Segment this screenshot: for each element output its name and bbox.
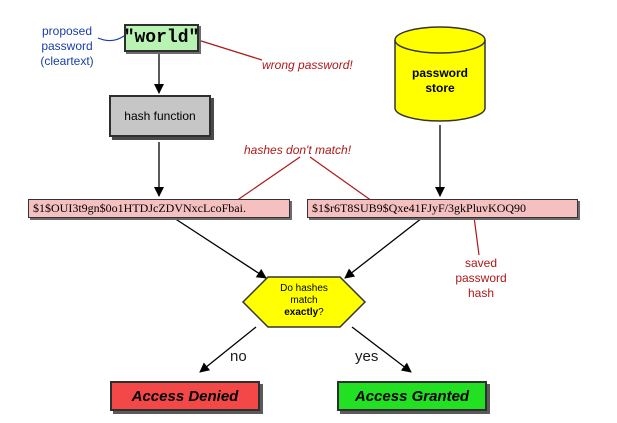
wrong-password-note: wrong password!	[262, 58, 353, 72]
proposed-password-note: proposed password (cleartext)	[28, 24, 106, 69]
arrow-decision-to-granted	[351, 326, 412, 373]
saved-hash-note: saved password hash	[452, 256, 510, 301]
password-store-cylinder	[394, 26, 486, 122]
access-granted-box: Access Granted	[337, 381, 487, 411]
decision-line-2: match	[290, 295, 318, 306]
proposed-note-line-1: proposed	[41, 24, 93, 38]
password-input-box: "world"	[124, 24, 199, 52]
decision-question-mark: ?	[318, 307, 324, 318]
branch-no-label: no	[230, 348, 247, 365]
access-granted-label: Access Granted	[354, 387, 470, 405]
saved-note-line-1: saved	[464, 256, 498, 270]
hash-function-label: hash function	[124, 109, 196, 123]
access-denied-label: Access Denied	[131, 387, 239, 405]
store-label-line-1: password	[411, 66, 468, 80]
decision-line-3: exactly?	[262, 307, 346, 319]
stored-hash-text: $1$r6T8SUB9$Qxe41FJyF/3gkPluvKOQ90	[312, 201, 527, 215]
proposed-note-line-2: password	[41, 39, 93, 53]
arrow-computed-to-decision	[173, 217, 267, 279]
hash-function-box: hash function	[109, 95, 211, 137]
wrong-password-line	[197, 39, 263, 61]
proposed-connector-line	[97, 35, 125, 42]
hashes-mismatch-note: hashes don't match!	[244, 143, 352, 157]
mismatch-line-left	[235, 156, 301, 202]
saved-note-line-3: hash	[467, 286, 495, 300]
password-store-label: password store	[395, 66, 485, 96]
computed-hash-box: $1$OUI3t9gn$0o1HTDJcZDVNxcLcoFbai.	[28, 199, 290, 218]
branch-yes-label: yes	[355, 348, 379, 365]
arrow-decision-to-denied	[199, 326, 257, 373]
decision-text: Do hashes match exactly?	[262, 283, 346, 319]
mismatch-line-right	[309, 156, 373, 202]
store-label-line-2: store	[425, 81, 455, 95]
decision-line-1: Do hashes	[280, 283, 328, 294]
proposed-note-line-3: (cleartext)	[40, 54, 94, 68]
saved-note-line-2: password	[455, 271, 507, 285]
decision-hexagon	[241, 276, 367, 328]
computed-hash-text: $1$OUI3t9gn$0o1HTDJcZDVNxcLcoFbai.	[33, 201, 246, 215]
arrow-stored-to-decision	[344, 217, 423, 279]
password-input-text: "world"	[123, 28, 200, 48]
access-denied-box: Access Denied	[110, 381, 260, 411]
stored-hash-box: $1$r6T8SUB9$Qxe41FJyF/3gkPluvKOQ90	[307, 199, 578, 218]
decision-emphasis: exactly	[284, 307, 319, 318]
